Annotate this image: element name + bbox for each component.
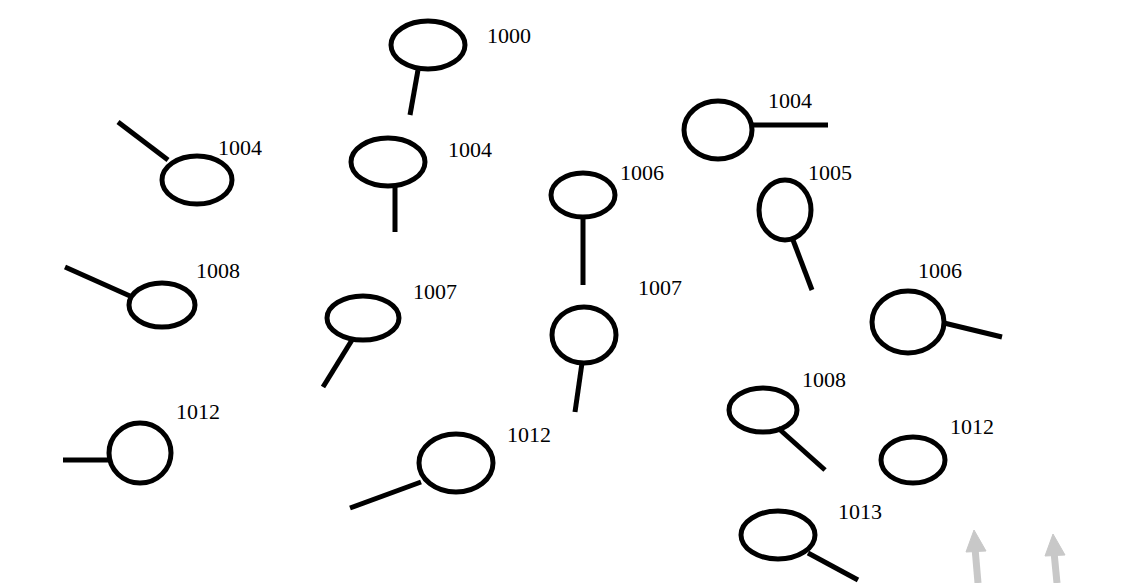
callout-number: 1006 (918, 260, 962, 282)
callout-number: 1004 (448, 139, 492, 161)
callout-number: 1006 (620, 162, 664, 184)
callout-number: 1004 (218, 137, 262, 159)
callout-number: 1008 (196, 260, 240, 282)
callout-number: 1005 (808, 162, 852, 184)
callout-number: 1012 (176, 401, 220, 423)
callout-number: 1000 (487, 25, 531, 47)
grey-arrows (966, 530, 1065, 583)
callout-number: 1012 (950, 416, 994, 438)
callout-number: 1007 (638, 277, 682, 299)
callout-number: 1007 (413, 281, 457, 303)
callout-number: 1008 (802, 369, 846, 391)
callout-number: 1012 (507, 424, 551, 446)
callout-number: 1013 (838, 501, 882, 523)
callout-number: 1004 (768, 90, 812, 112)
